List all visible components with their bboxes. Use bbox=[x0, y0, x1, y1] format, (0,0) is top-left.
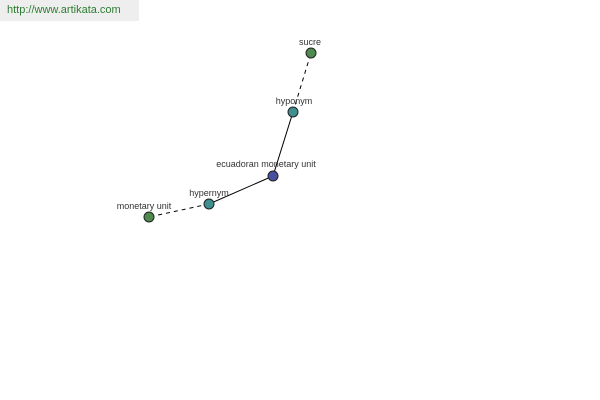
labels-layer: sucre hyponym ecuadoran monetary unit hyper… bbox=[117, 37, 321, 211]
node-sucre[interactable] bbox=[305, 47, 317, 59]
edge-center-hypernym bbox=[208, 175, 274, 205]
node-label-sucre[interactable]: sucre bbox=[299, 37, 321, 47]
node-label-monetary-unit[interactable]: monetary unit bbox=[117, 201, 172, 211]
edge-hyponym-sucre bbox=[292, 52, 312, 113]
node-hypernym[interactable] bbox=[203, 198, 215, 210]
node-center[interactable] bbox=[267, 170, 279, 182]
url-banner: http://www.artikata.com bbox=[0, 0, 139, 21]
node-label-hyponym[interactable]: hyponym bbox=[276, 96, 313, 106]
nodes-layer bbox=[143, 47, 317, 223]
node-hyponym[interactable] bbox=[287, 106, 299, 118]
edges-layer bbox=[148, 52, 312, 218]
node-label-center[interactable]: ecuadoran monetary unit bbox=[216, 159, 316, 169]
edge-hypernym-monetary_unit bbox=[148, 203, 210, 218]
node-label-hypernym[interactable]: hypernym bbox=[189, 188, 229, 198]
node-monetary-unit[interactable] bbox=[143, 211, 155, 223]
site-url-link[interactable]: http://www.artikata.com bbox=[7, 4, 121, 16]
edge-center-hyponym bbox=[272, 111, 294, 177]
